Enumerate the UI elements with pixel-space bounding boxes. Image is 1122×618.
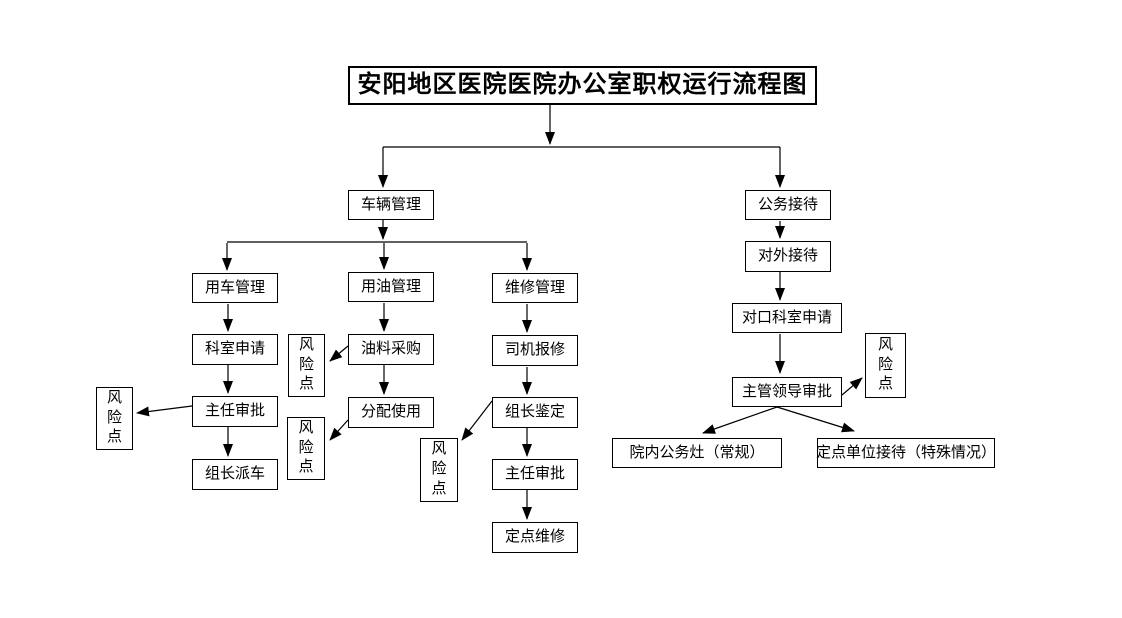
node-external-reception: 对外接待 xyxy=(745,241,831,272)
node-allocate-use: 分配使用 xyxy=(348,397,434,428)
node-counterpart-department-apply: 对口科室申请 xyxy=(732,303,842,333)
node-maintenance-management: 维修管理 xyxy=(492,273,578,303)
risk-point-box-allocate-use: 风险点 xyxy=(287,417,325,480)
diagram-title: 安阳地区医院医院办公室职权运行流程图 xyxy=(348,66,817,105)
node-vehicle-management: 车辆管理 xyxy=(348,190,434,220)
risk-point-label: 风险点 xyxy=(106,389,122,446)
node-oil-purchase: 油料采购 xyxy=(348,334,434,365)
node-official-reception: 公务接待 xyxy=(745,190,831,220)
risk-point-box-oil-purchase: 风险点 xyxy=(288,334,325,397)
risk-point-box-supervisor-approval: 风险点 xyxy=(865,333,906,398)
risk-point-label: 风险点 xyxy=(298,336,314,393)
node-fixed-unit-reception-special: 定点单位接待（特殊情况） xyxy=(816,438,996,468)
node-leader-dispatch: 组长派车 xyxy=(192,459,278,490)
node-director-approval-car: 主任审批 xyxy=(192,396,278,427)
risk-point-label: 风险点 xyxy=(431,441,447,497)
node-director-approval-repair: 主任审批 xyxy=(492,459,578,490)
risk-point-box-leader-appraisal: 风险点 xyxy=(420,438,458,502)
node-oil-use-management: 用油管理 xyxy=(348,272,434,302)
node-leader-appraisal: 组长鉴定 xyxy=(492,397,578,428)
node-car-use-management: 用车管理 xyxy=(192,273,278,303)
risk-point-box-director-approval: 风险点 xyxy=(96,387,133,450)
node-driver-repair-report: 司机报修 xyxy=(492,335,578,366)
node-fixed-point-repair: 定点维修 xyxy=(492,522,578,553)
node-internal-canteen-regular: 院内公务灶（常规） xyxy=(612,438,782,468)
risk-point-label: 风险点 xyxy=(877,336,893,393)
node-department-apply: 科室申请 xyxy=(192,334,278,365)
node-supervisor-leader-approval: 主管领导审批 xyxy=(732,377,842,407)
risk-point-label: 风险点 xyxy=(298,419,314,476)
